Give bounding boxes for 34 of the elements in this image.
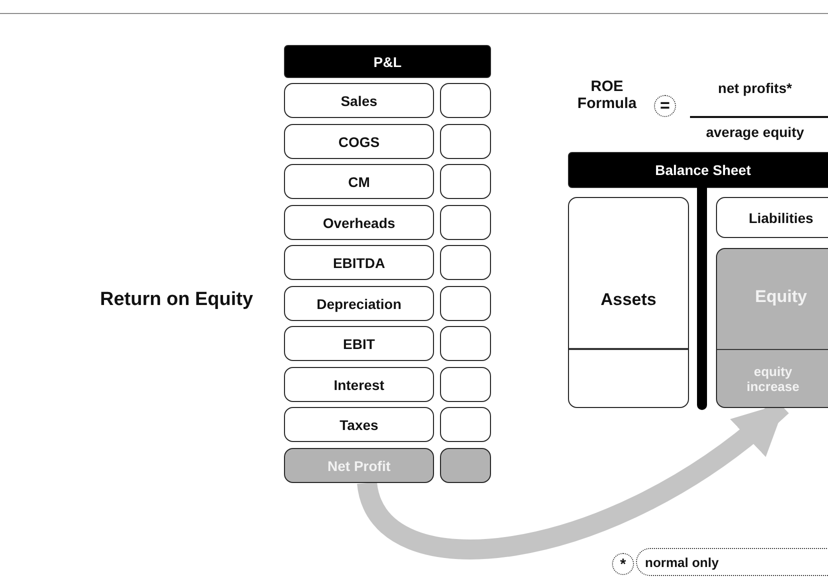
empty-box <box>440 448 491 483</box>
denominator-text: average equity <box>704 124 806 140</box>
row-box: EBIT <box>284 326 434 361</box>
row-box: Overheads <box>284 205 434 240</box>
header-bar: P&L <box>284 45 491 78</box>
highlight-box: Net Profit <box>284 448 434 483</box>
row-box: Liabilities <box>716 197 828 238</box>
numerator-text: net profits* <box>717 80 793 96</box>
box-label: Equity <box>755 287 807 307</box>
row-box: CM <box>284 164 434 199</box>
empty-box <box>440 205 491 240</box>
empty-box <box>440 407 491 442</box>
empty-box <box>440 286 491 321</box>
row-box: Sales <box>284 83 434 118</box>
row-box: EBITDA <box>284 245 434 280</box>
empty-box <box>440 83 491 118</box>
title: Return on Equity <box>100 289 254 311</box>
empty-box <box>440 326 491 361</box>
row-box: Depreciation <box>284 286 434 321</box>
formula-label: ROE Formula <box>576 78 638 112</box>
footnote-text: normal only <box>636 548 828 576</box>
box-section: equity increase <box>717 349 828 407</box>
row-box: Taxes <box>284 407 434 442</box>
row-box: COGS <box>284 124 434 159</box>
header-bar: Balance Sheet <box>568 152 828 188</box>
row-box: Assets <box>568 197 689 408</box>
highlight-box <box>716 248 828 408</box>
asterisk-mark: * <box>612 553 634 575</box>
empty-box <box>440 164 491 199</box>
equals-sign: = <box>654 95 676 117</box>
empty-box <box>440 245 491 280</box>
empty-box <box>440 367 491 402</box>
row-box: Interest <box>284 367 434 402</box>
empty-box <box>440 124 491 159</box>
